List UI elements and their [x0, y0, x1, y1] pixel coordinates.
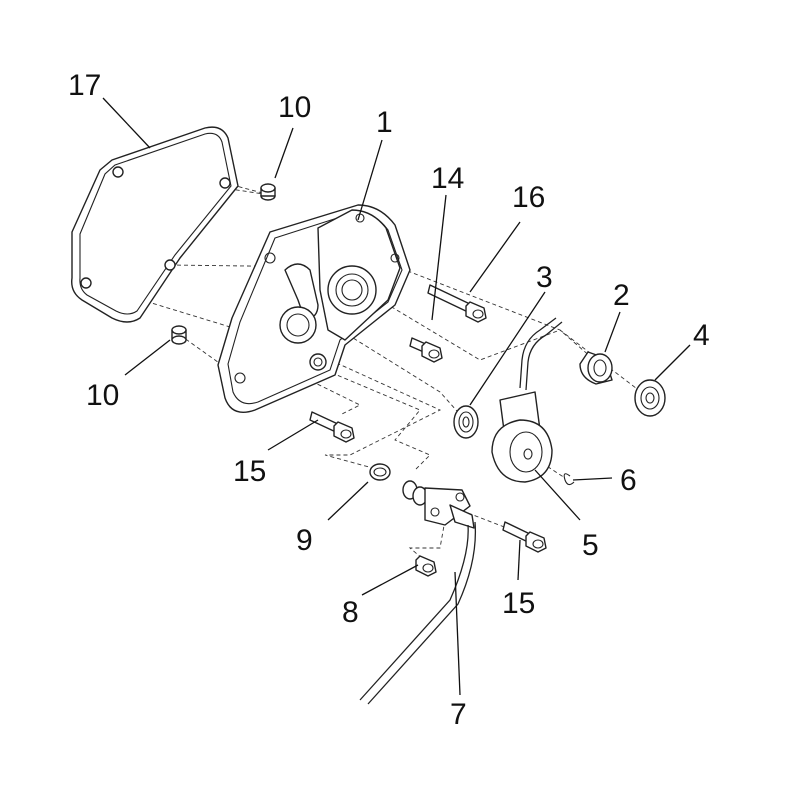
assembly-line — [454, 507, 526, 536]
leader-line — [469, 291, 546, 406]
leader-line — [654, 344, 691, 381]
callout-4: 4 — [693, 319, 710, 352]
callout-5: 5 — [582, 529, 599, 562]
callout-7: 7 — [450, 698, 467, 731]
callout-9: 9 — [296, 524, 313, 557]
cover-housing-part-1 — [217, 204, 411, 413]
assembly-line — [117, 171, 271, 196]
callout-10-upper: 10 — [278, 91, 311, 124]
leader-line — [357, 139, 383, 221]
callout-17: 17 — [68, 69, 101, 102]
bolt-part-15-upper — [309, 411, 355, 443]
clip-part-6 — [563, 473, 575, 486]
callout-8: 8 — [342, 596, 359, 629]
assembly-line — [324, 369, 431, 471]
bearing-part-4 — [634, 379, 666, 417]
leader-line — [102, 97, 151, 149]
o-ring-part-9 — [369, 463, 391, 481]
callout-15-upper: 15 — [233, 455, 266, 488]
leader-lines — [102, 97, 691, 696]
bearing-part-3 — [453, 405, 479, 439]
sensor-lead — [359, 524, 469, 701]
assembly-line — [408, 519, 446, 566]
bolt-part-15-lower — [502, 521, 547, 553]
sensor-lead — [367, 521, 477, 705]
leader-line — [361, 564, 419, 596]
leader-line — [267, 419, 319, 451]
bolt-part-8 — [415, 555, 437, 577]
assembly-line — [324, 359, 442, 471]
leader-line — [454, 571, 461, 696]
leader-line — [327, 481, 369, 521]
assembly-line — [85, 282, 241, 331]
gasket-part-17 — [71, 126, 239, 323]
sensor-part-7 — [359, 480, 477, 705]
callout-labels: 17 10 1 14 16 3 2 4 10 15 6 9 5 15 8 7 — [68, 69, 710, 731]
leader-line — [469, 221, 521, 293]
leader-line — [604, 311, 621, 353]
sensor-part-5 — [491, 317, 563, 483]
callout-3: 3 — [536, 261, 553, 294]
assembly-line — [354, 284, 646, 396]
dowel-pin-upper — [260, 183, 276, 201]
callout-6: 6 — [620, 464, 637, 497]
callout-1: 1 — [376, 106, 393, 139]
callout-15-lower: 15 — [502, 587, 535, 620]
sensor-wire — [519, 317, 557, 389]
bolt-part-14 — [409, 337, 443, 363]
leader-line — [517, 539, 521, 581]
leader-line — [274, 127, 294, 179]
sensor-wire — [525, 321, 563, 391]
callout-14: 14 — [431, 162, 464, 195]
long-bolt-part-16 — [427, 284, 487, 323]
leader-line — [124, 339, 171, 376]
callout-16: 16 — [512, 181, 545, 214]
leader-line — [572, 477, 613, 481]
callout-2: 2 — [613, 279, 630, 312]
bushing-part-2 — [579, 351, 613, 385]
dowel-pin-lower — [171, 325, 187, 345]
leader-line — [431, 194, 447, 321]
leader-line — [534, 469, 581, 521]
callout-10-lower: 10 — [86, 379, 119, 412]
